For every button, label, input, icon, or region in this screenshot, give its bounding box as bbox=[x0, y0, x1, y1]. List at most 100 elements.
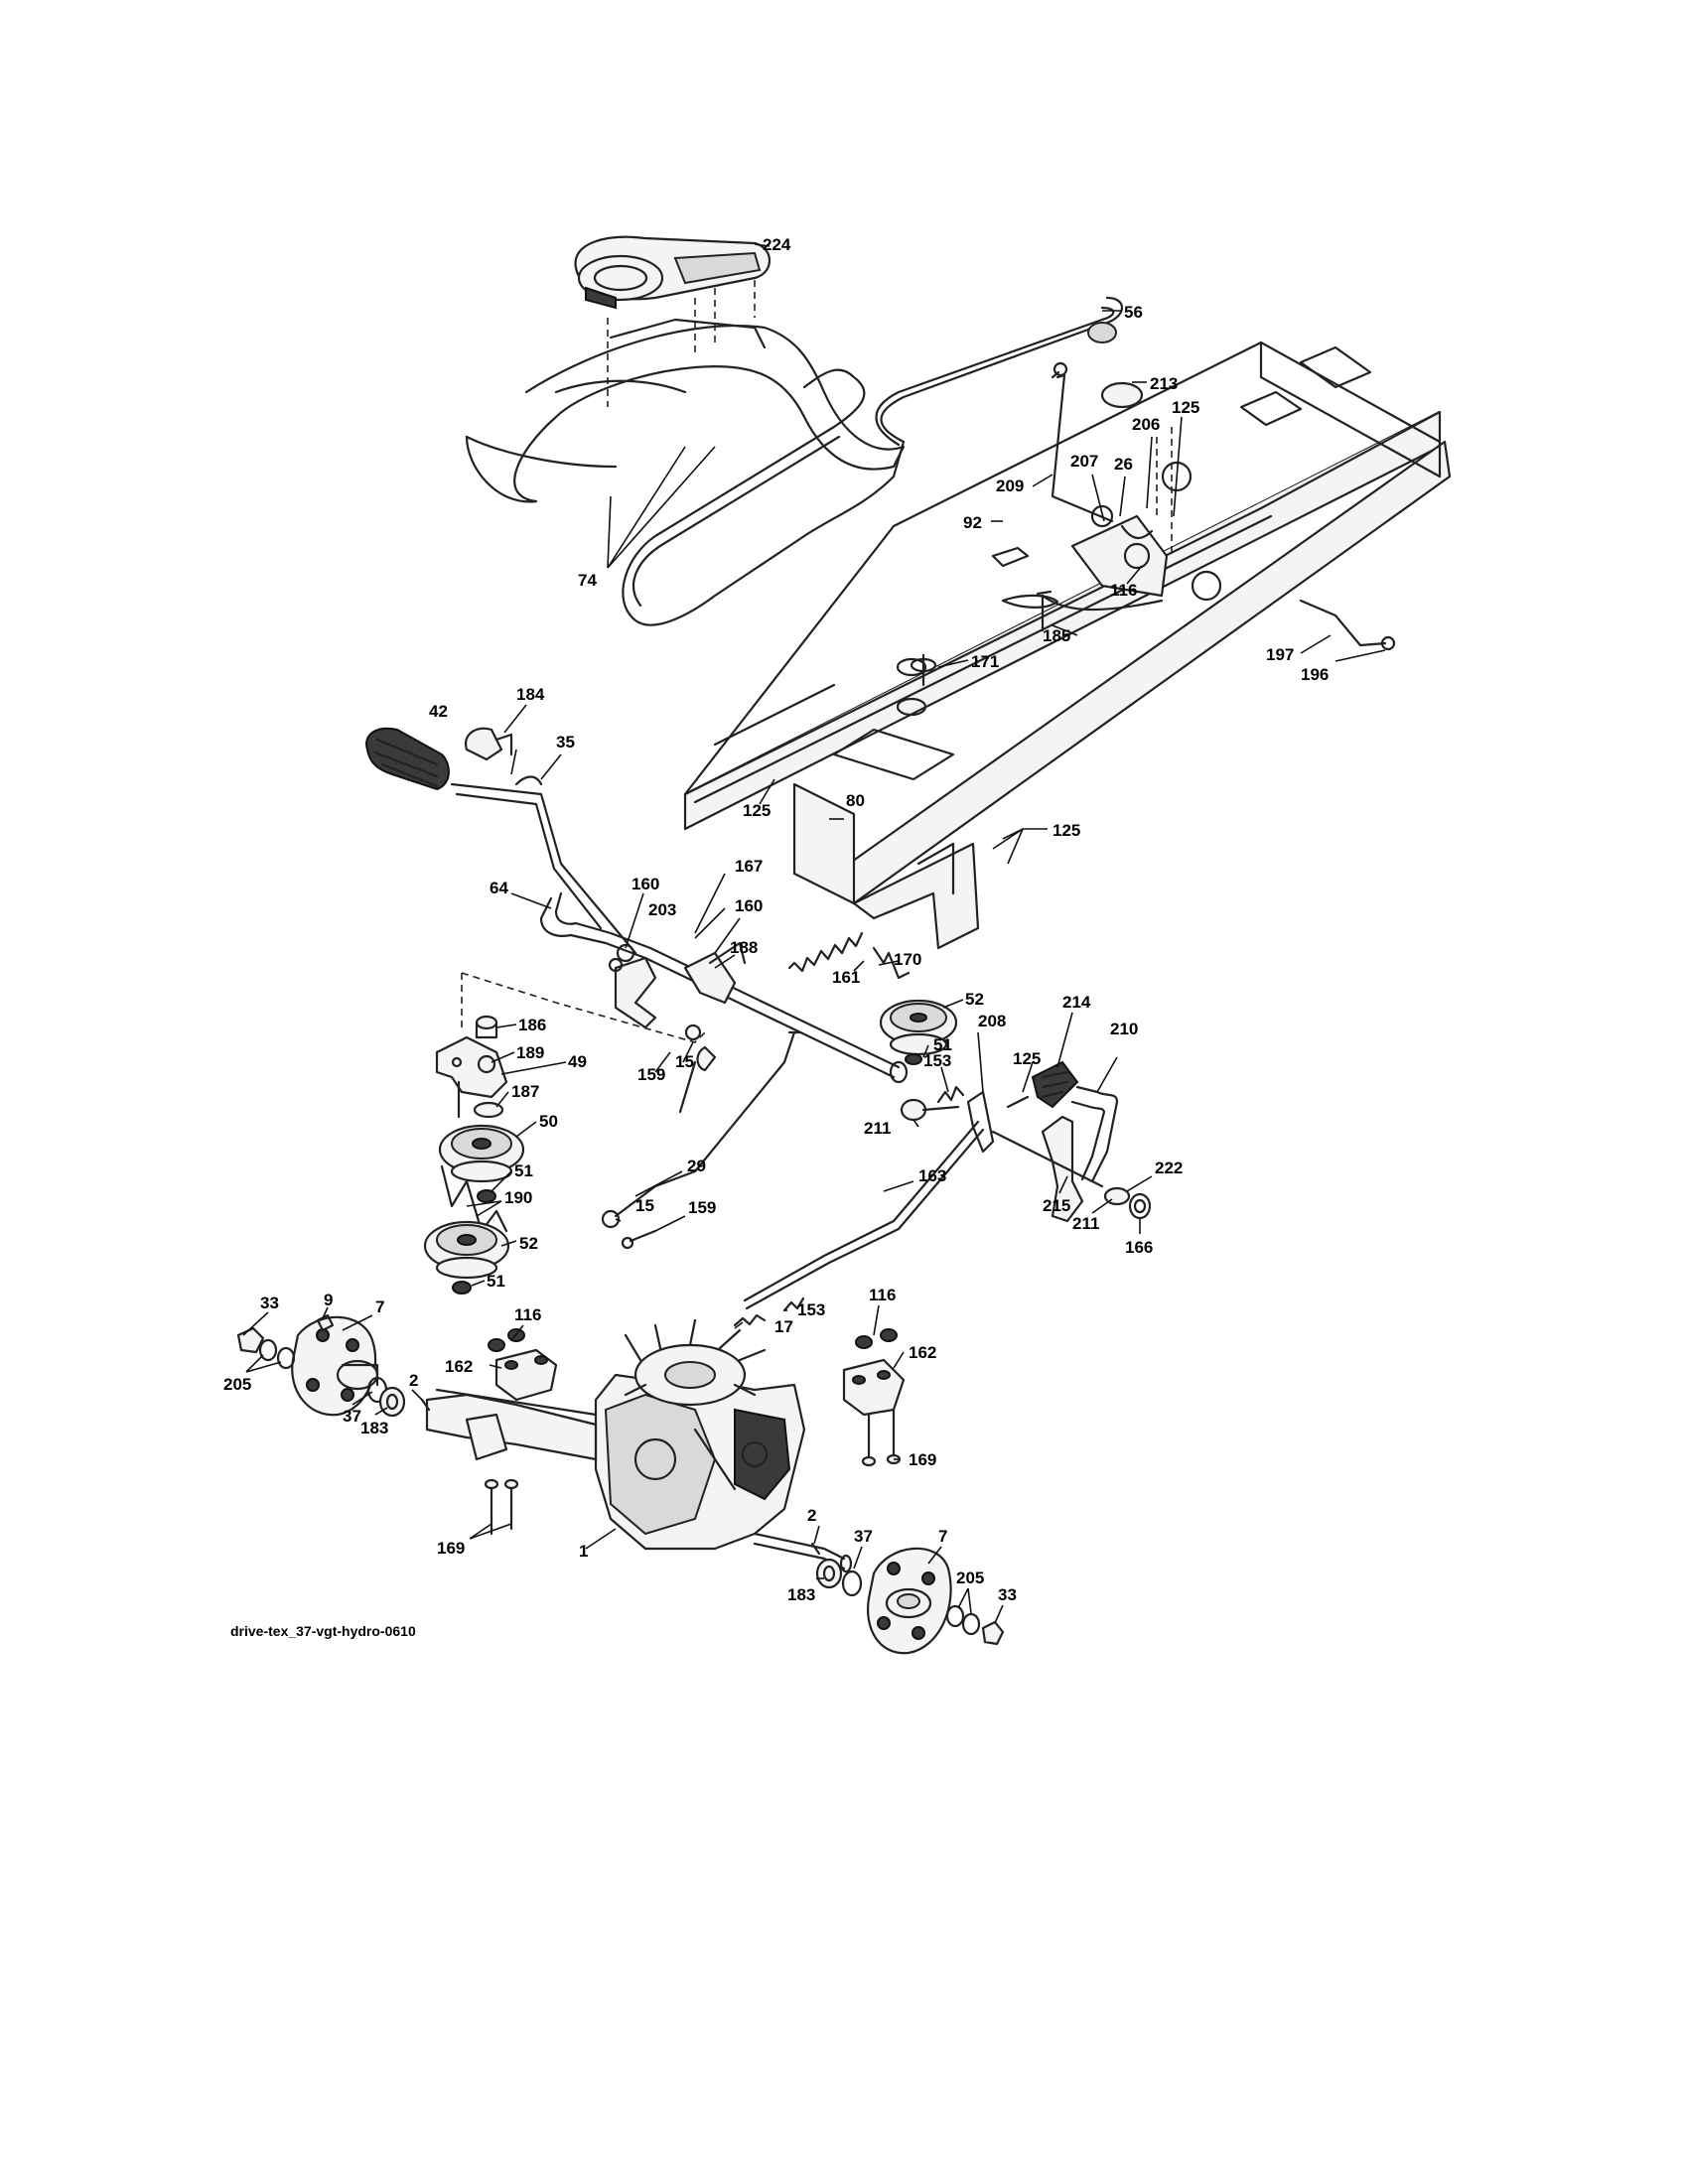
callout-51-mid: 51 bbox=[514, 1161, 533, 1180]
callout-211-right: 211 bbox=[1072, 1214, 1099, 1233]
bolt-171 bbox=[910, 653, 937, 687]
bolt-185 bbox=[1036, 590, 1052, 632]
pedal-arm-35 bbox=[450, 775, 637, 955]
washer-37-right bbox=[841, 1570, 863, 1597]
hub-7-right bbox=[866, 1547, 952, 1655]
callout-125-top: 125 bbox=[1172, 398, 1199, 417]
callout-116-top: 116 bbox=[1110, 581, 1137, 600]
callout-205-left: 205 bbox=[223, 1375, 251, 1394]
knob-213 bbox=[1087, 322, 1144, 409]
callout-211-left: 211 bbox=[864, 1119, 891, 1138]
callout-125-pedal: 125 bbox=[1013, 1049, 1041, 1068]
callout-159-top: 159 bbox=[637, 1065, 665, 1084]
callout-160-a: 160 bbox=[632, 875, 659, 893]
bracket-215 bbox=[1041, 1115, 1084, 1223]
callout-183-left: 183 bbox=[360, 1419, 388, 1437]
spring-17 bbox=[733, 1313, 767, 1327]
washer-166 bbox=[1128, 1192, 1152, 1220]
callout-49: 49 bbox=[568, 1052, 587, 1071]
washer-187 bbox=[473, 1101, 504, 1119]
callout-labels: 224 56 213 125 206 26 207 209 92 74 116 … bbox=[223, 235, 1329, 1604]
callout-162-left: 162 bbox=[445, 1357, 473, 1376]
callout-50: 50 bbox=[539, 1112, 558, 1131]
callout-209: 209 bbox=[996, 477, 1024, 495]
callout-29: 29 bbox=[687, 1157, 706, 1175]
transaxle-1 bbox=[594, 1373, 806, 1551]
crossshaft-64 bbox=[539, 891, 909, 1084]
callout-116-left: 116 bbox=[514, 1305, 541, 1324]
dash-box-49 bbox=[461, 972, 706, 1043]
callout-159-low: 159 bbox=[688, 1198, 716, 1217]
callout-51-low: 51 bbox=[487, 1272, 505, 1291]
pulley-52-left bbox=[423, 1220, 510, 1295]
axle-left bbox=[425, 1388, 598, 1461]
callout-7-left: 7 bbox=[375, 1297, 384, 1316]
shaft-right bbox=[991, 1130, 1104, 1188]
key-2-right bbox=[810, 1542, 821, 1556]
diagram-caption: drive-tex_37-vgt-hydro-0610 bbox=[230, 1623, 416, 1639]
callout-196: 196 bbox=[1301, 665, 1329, 684]
callout-42: 42 bbox=[429, 702, 448, 721]
pedal-214 bbox=[1031, 1060, 1079, 1109]
callout-153-low: 153 bbox=[797, 1300, 825, 1319]
callout-208: 208 bbox=[978, 1012, 1006, 1030]
callout-163: 163 bbox=[918, 1166, 946, 1185]
leader-lines bbox=[242, 243, 1386, 1624]
callout-188: 188 bbox=[730, 938, 758, 957]
spring-153 bbox=[936, 1085, 965, 1104]
callout-214: 214 bbox=[1062, 993, 1091, 1012]
callout-183-right: 183 bbox=[787, 1585, 815, 1604]
spacer-211-left bbox=[900, 1098, 927, 1122]
pedal-184 bbox=[464, 727, 513, 761]
nut-washers-right bbox=[945, 1604, 1005, 1646]
spring-153-lower bbox=[782, 1297, 805, 1312]
callout-224: 224 bbox=[763, 235, 791, 254]
callout-33-left: 33 bbox=[260, 1294, 279, 1312]
callout-187: 187 bbox=[511, 1082, 539, 1101]
callout-210: 210 bbox=[1110, 1020, 1138, 1038]
callout-74: 74 bbox=[578, 571, 597, 590]
callout-52-right: 52 bbox=[965, 990, 984, 1009]
callout-166: 166 bbox=[1125, 1238, 1153, 1257]
callout-80: 80 bbox=[846, 791, 865, 810]
bolt-159 bbox=[629, 1229, 657, 1243]
callout-222: 222 bbox=[1155, 1159, 1183, 1177]
callout-9: 9 bbox=[324, 1291, 333, 1309]
fender-pan bbox=[465, 318, 906, 503]
rod-197 bbox=[1299, 599, 1387, 647]
bracket-208 bbox=[966, 1090, 995, 1154]
callout-125-right: 125 bbox=[1052, 821, 1080, 840]
callout-185: 185 bbox=[1043, 626, 1070, 645]
spacer-186 bbox=[475, 1015, 498, 1039]
callout-15-top: 15 bbox=[675, 1052, 694, 1071]
fan-pulley bbox=[624, 1318, 767, 1407]
callout-184: 184 bbox=[516, 685, 545, 704]
callout-51-right: 51 bbox=[933, 1035, 952, 1054]
callout-153-top: 153 bbox=[923, 1051, 951, 1070]
callout-169-right: 169 bbox=[909, 1450, 936, 1469]
bracket-49 bbox=[435, 1035, 508, 1119]
shift-plate-206-207 bbox=[1070, 427, 1173, 598]
pedal-pad-42 bbox=[365, 727, 450, 791]
bolt-125 bbox=[1006, 1095, 1030, 1109]
bearing-183-right bbox=[815, 1558, 843, 1589]
nut-washers-left bbox=[236, 1326, 296, 1370]
callout-92: 92 bbox=[963, 513, 982, 532]
tie-rod bbox=[1041, 594, 1164, 612]
callout-207: 207 bbox=[1070, 452, 1098, 471]
bracket-190 bbox=[440, 1164, 508, 1233]
callout-37-left: 37 bbox=[343, 1407, 361, 1426]
callout-167: 167 bbox=[735, 857, 763, 876]
callout-52-left: 52 bbox=[519, 1234, 538, 1253]
callout-15-low: 15 bbox=[635, 1196, 654, 1215]
callout-162-right: 162 bbox=[909, 1343, 936, 1362]
callout-125-mid: 125 bbox=[743, 801, 771, 820]
pulley-52-right bbox=[872, 946, 958, 1065]
rod-163 bbox=[743, 1120, 980, 1302]
callout-213: 213 bbox=[1150, 374, 1178, 393]
callout-37-right: 37 bbox=[854, 1527, 873, 1546]
pedal-arm-210 bbox=[1070, 1085, 1119, 1183]
callout-116-right: 116 bbox=[869, 1286, 896, 1304]
key-2-left bbox=[420, 1398, 431, 1412]
callout-2-right: 2 bbox=[807, 1506, 816, 1525]
